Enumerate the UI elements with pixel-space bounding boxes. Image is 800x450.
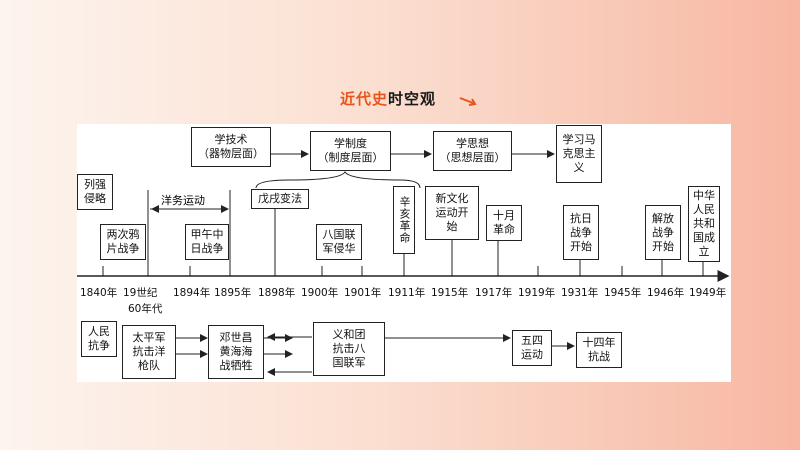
year-1945: 1945年: [604, 287, 642, 299]
year-1949: 1949年: [689, 287, 727, 299]
box-deng-shichang: 邓世昌黄海海战牺牲: [208, 325, 264, 379]
year-1900: 1900年: [301, 287, 339, 299]
year-1894: 1894年: [173, 287, 211, 299]
title-part1: 近代史: [340, 90, 389, 108]
box-prc-founded: 中华人民共和国成立: [688, 186, 720, 262]
arrow-right-down-icon: [459, 97, 477, 106]
box-eight-nation: 八国联军侵华: [316, 224, 362, 260]
year-1898: 1898年: [258, 287, 296, 299]
box-may-fourth: 五四运动: [512, 330, 552, 366]
box-learn-technology: 学技术（器物层面）: [191, 127, 271, 167]
year-1915: 1915年: [431, 287, 469, 299]
title-part2: 时空观: [388, 90, 437, 108]
box-boxers: 义和团抗击八国联军: [313, 322, 385, 376]
year-1917: 1917年: [475, 287, 513, 299]
box-learn-thought: 学思想（思想层面）: [433, 131, 512, 171]
box-taiping: 太平军抗击洋枪队: [122, 325, 176, 379]
year-1911: 1911年: [388, 287, 426, 299]
year-1901: 1901年: [344, 287, 382, 299]
box-sino-japanese-war: 甲午中日战争: [185, 224, 229, 260]
box-learn-system: 学制度（制度层面）: [310, 131, 391, 171]
box-fourteen-years: 十四年抗战: [576, 332, 622, 368]
year-1931: 1931年: [561, 287, 599, 299]
year-1919: 1919年: [518, 287, 556, 299]
box-people-resist: 人民抗争: [81, 321, 117, 357]
year-19th-century: 19世纪: [123, 287, 158, 299]
box-new-culture: 新文化运动开始: [425, 186, 479, 240]
page-title: 近代史时空观: [340, 88, 436, 109]
year-1946: 1946年: [647, 287, 685, 299]
box-anti-japan-start: 抗日战争开始: [563, 205, 599, 260]
box-invasion: 列强侵略: [77, 174, 113, 210]
label-westernization: 洋务运动: [159, 192, 207, 208]
box-october-revolution: 十月革命: [486, 205, 522, 241]
year-1895: 1895年: [214, 287, 252, 299]
year-60s: 60年代: [128, 303, 163, 315]
box-opium-wars: 两次鸦片战争: [100, 224, 146, 260]
box-liberation-start: 解放战争开始: [645, 205, 681, 260]
year-1840: 1840年: [80, 287, 118, 299]
box-reform-1898: 戊戌变法: [251, 189, 309, 209]
box-xinhai: 辛亥革命: [393, 186, 415, 254]
box-learn-marxism: 学习马克思主义: [556, 125, 602, 183]
